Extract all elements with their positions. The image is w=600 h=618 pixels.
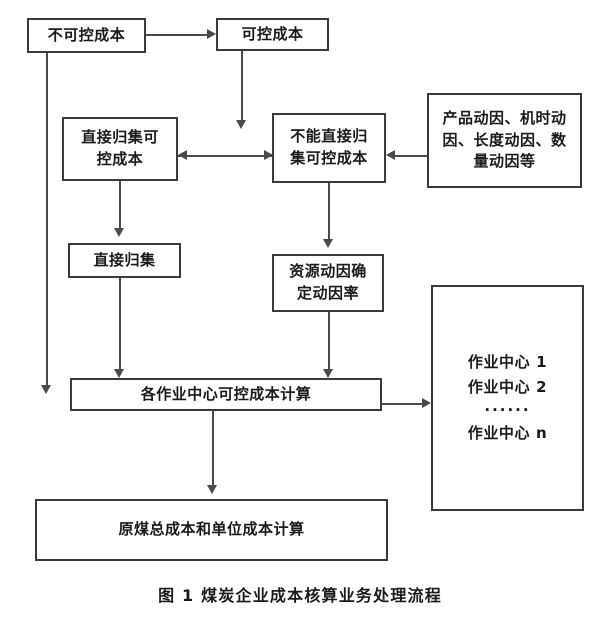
arrowhead-resourcedriver-to-workcenter bbox=[323, 369, 333, 378]
node-work-center-cost-calc[interactable]: 各作业中心可控成本计算 bbox=[70, 378, 382, 411]
node-direct-collect-controllable-cost-label: 直接归集可 控成本 bbox=[81, 128, 159, 168]
list-item: 作业中心 n bbox=[467, 423, 548, 442]
node-indirect-controllable-cost[interactable]: 不能直接归 集可控成本 bbox=[272, 113, 386, 183]
figure-caption: 图 1 煤炭企业成本核算业务处理流程 bbox=[158, 586, 442, 605]
node-controllable-cost-label: 可控成本 bbox=[241, 24, 304, 43]
arrowhead-controllable-to-indirect bbox=[236, 120, 246, 129]
node-direct-collect-controllable-cost[interactable]: 直接归集可 控成本 bbox=[62, 117, 178, 181]
node-total-and-unit-cost-calc-label: 原煤总成本和单位成本计算 bbox=[118, 520, 305, 539]
node-work-center-list[interactable]: 作业中心 1 作业中心 2 ······ 作业中心 n bbox=[431, 285, 584, 511]
node-indirect-controllable-cost-label: 不能直接归 集可控成本 bbox=[290, 127, 368, 167]
arrowhead-drivers-to-indirect bbox=[386, 150, 395, 160]
node-direct-collect[interactable]: 直接归集 bbox=[68, 243, 181, 278]
node-direct-collect-label: 直接归集 bbox=[93, 250, 156, 269]
node-resource-driver-rate-label: 资源动因确 定动因率 bbox=[289, 262, 367, 302]
connector-indirect-to-resourcedriver bbox=[328, 182, 330, 244]
connector-directcost-to-directcollect bbox=[119, 180, 121, 233]
arrowhead-uncontrollable-long-left bbox=[41, 385, 51, 394]
arrowhead-workcenter-to-total bbox=[207, 485, 217, 494]
node-total-and-unit-cost-calc[interactable]: 原煤总成本和单位成本计算 bbox=[35, 499, 388, 561]
connector-directcollect-to-workcenter bbox=[119, 277, 121, 375]
list-item: 作业中心 1 bbox=[467, 352, 548, 371]
list-item: 作业中心 2 bbox=[467, 378, 548, 397]
node-cost-drivers[interactable]: 产品动因、机时动 因、长度动因、数 量动因等 bbox=[427, 93, 582, 188]
connector-controllable-to-indirect bbox=[241, 50, 243, 126]
node-uncontrollable-cost[interactable]: 不可控成本 bbox=[27, 18, 146, 53]
node-work-center-cost-calc-label: 各作业中心可控成本计算 bbox=[140, 384, 312, 403]
arrowhead-left-direct-indirect bbox=[178, 150, 187, 160]
node-resource-driver-rate[interactable]: 资源动因确 定动因率 bbox=[272, 254, 384, 312]
connector-resourcedriver-to-workcenter bbox=[328, 311, 330, 375]
arrowhead-uncontrollable-to-controllable bbox=[207, 29, 216, 39]
arrowhead-directcost-to-directcollect bbox=[114, 228, 124, 237]
node-controllable-cost[interactable]: 可控成本 bbox=[216, 18, 329, 51]
connector-workcenter-to-total bbox=[212, 410, 214, 490]
list-item-ellipsis: ······ bbox=[484, 401, 531, 420]
arrowhead-workcenter-to-list bbox=[422, 398, 431, 408]
connector-direct-indirect-bidirectional bbox=[178, 155, 272, 157]
connector-drivers-to-indirect bbox=[390, 155, 428, 157]
connector-uncontrollable-long-left bbox=[46, 52, 48, 390]
connector-uncontrollable-to-controllable bbox=[146, 34, 208, 36]
node-cost-drivers-label: 产品动因、机时动 因、长度动因、数 量动因等 bbox=[442, 108, 567, 171]
arrowhead-directcollect-to-workcenter bbox=[114, 369, 124, 378]
node-uncontrollable-cost-label: 不可控成本 bbox=[47, 25, 126, 44]
connector-workcenter-to-list bbox=[382, 403, 428, 405]
arrowhead-indirect-to-resourcedriver bbox=[323, 239, 333, 248]
arrowhead-right-direct-indirect bbox=[264, 150, 273, 160]
